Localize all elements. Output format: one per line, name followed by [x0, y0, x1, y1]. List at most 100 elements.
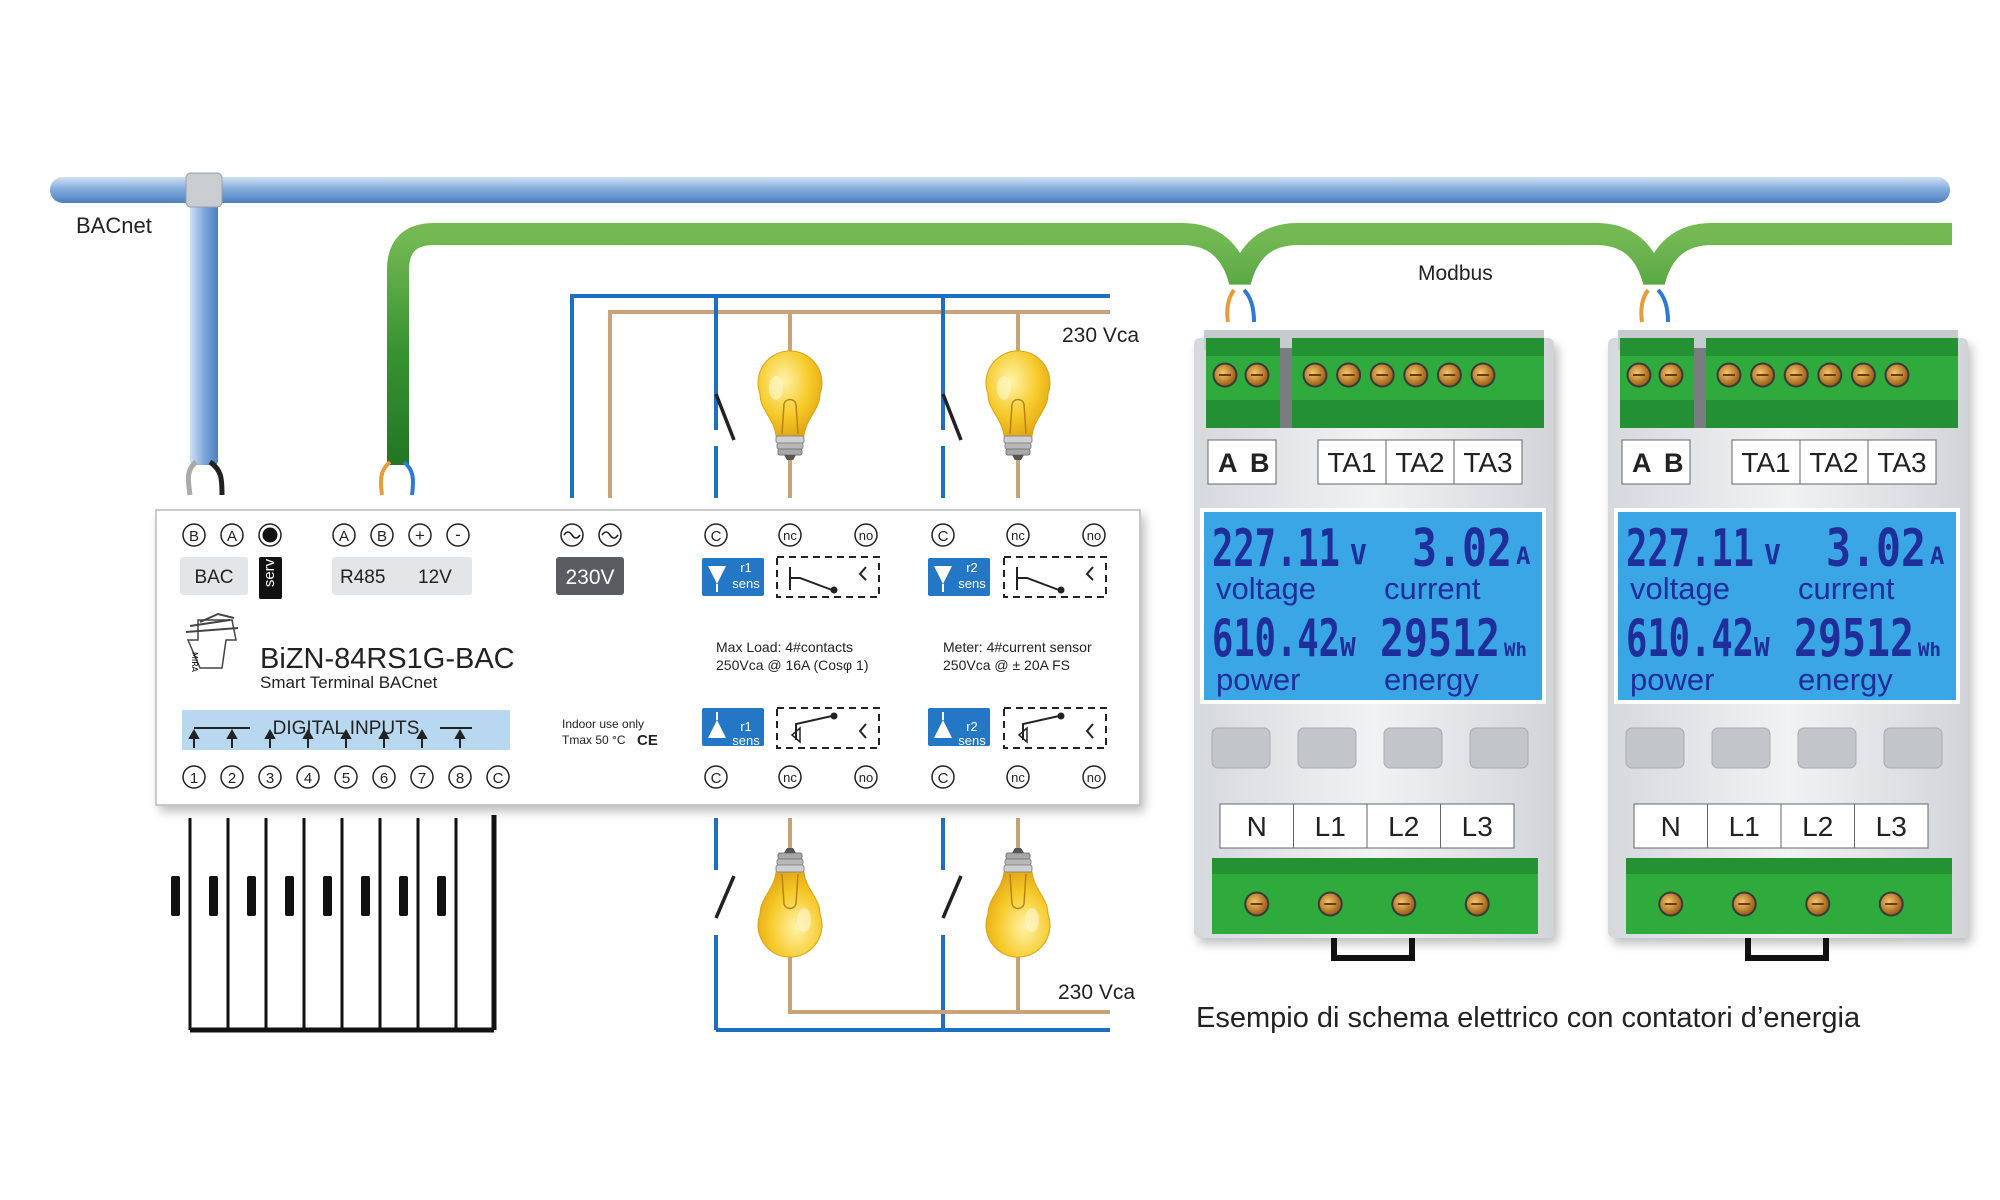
- screw-icon[interactable]: [1463, 890, 1491, 918]
- relay-1-terminals-top[interactable]: C nc no: [704, 523, 878, 547]
- bac-terminals[interactable]: B A: [182, 523, 282, 547]
- power-wires-top: [570, 294, 1110, 498]
- meter-button[interactable]: [1625, 727, 1685, 769]
- terminal-label: N: [1661, 811, 1681, 842]
- relay-2-badge: r2 sens: [927, 557, 991, 597]
- terminal-label: 2: [228, 770, 236, 787]
- screw-icon[interactable]: [1368, 361, 1396, 389]
- vca-top-label: 230 Vca: [1062, 324, 1139, 347]
- bac-label: BAC: [194, 567, 233, 588]
- screw-icon[interactable]: [1390, 890, 1418, 918]
- screw-icon[interactable]: [1849, 361, 1877, 389]
- meter-button[interactable]: [1383, 727, 1443, 769]
- meter-spec-line1: Meter: 4#current sensor: [943, 639, 1092, 655]
- terminal-label: 7: [418, 770, 426, 787]
- voltage-value: 227.11: [1626, 519, 1754, 579]
- screw-icon[interactable]: [1877, 890, 1905, 918]
- screw-icon[interactable]: [1335, 361, 1363, 389]
- current-label: current: [1384, 571, 1481, 606]
- screw-icon[interactable]: [1402, 361, 1430, 389]
- terminal-label: 4: [304, 770, 312, 787]
- screw-icon[interactable]: [1211, 361, 1239, 389]
- screw-icon[interactable]: [1243, 361, 1271, 389]
- v230-pill: [556, 557, 624, 595]
- screw-icon[interactable]: [1625, 361, 1653, 389]
- ab-label-box: [1207, 439, 1277, 485]
- terminal-label: A: [1218, 448, 1238, 478]
- terminal-label: 5: [342, 770, 350, 787]
- current-unit: A: [1516, 542, 1531, 570]
- screw-icon[interactable]: [1469, 361, 1497, 389]
- vca-bottom-label: 230 Vca: [1058, 981, 1135, 1004]
- terminal-label: A: [1632, 448, 1652, 478]
- screw-icon[interactable]: [1730, 890, 1758, 918]
- meter-button[interactable]: [1211, 727, 1271, 769]
- power-value: 610.42: [1626, 609, 1754, 669]
- screw-icon[interactable]: [1243, 890, 1271, 918]
- serv-button-icon[interactable]: [262, 527, 278, 543]
- terminal-label: C: [493, 770, 504, 787]
- relay-1-terminals-bottom[interactable]: C nc no: [704, 765, 878, 789]
- terminal-label: no: [1087, 770, 1101, 785]
- terminal-label: A: [227, 528, 237, 545]
- lamp-icon: [757, 847, 823, 958]
- terminal-label: TA3: [1877, 447, 1926, 478]
- relay-1-bottom-contact-icon: [776, 707, 880, 749]
- terminal-label: B: [1664, 448, 1684, 478]
- digital-input-terminals[interactable]: 1 2 3 4 5 6 7 8 C: [182, 765, 510, 789]
- bac-pill: [180, 557, 248, 595]
- model-title: BiZN-84RS1G-BAC: [260, 643, 515, 675]
- svg-text:r2: r2: [966, 560, 978, 575]
- relay-2-terminals-bottom[interactable]: C nc no: [931, 765, 1106, 789]
- screw-icon[interactable]: [1435, 361, 1463, 389]
- screw-icon[interactable]: [1749, 361, 1777, 389]
- screw-icon[interactable]: [1657, 890, 1685, 918]
- terminal-label: nc: [1011, 528, 1025, 543]
- terminal-label: +: [415, 526, 425, 545]
- voltage-unit: V: [1764, 538, 1781, 571]
- meter-button[interactable]: [1883, 727, 1943, 769]
- din-clip: [1331, 938, 1415, 961]
- terminal-label: no: [859, 770, 873, 785]
- screw-icon[interactable]: [1883, 361, 1911, 389]
- serv-label: serv: [261, 558, 278, 587]
- screw-icon[interactable]: [1316, 890, 1344, 918]
- screw-icon[interactable]: [1657, 361, 1685, 389]
- modbus-label: Modbus: [1418, 262, 1493, 285]
- terminal-label: 6: [380, 770, 388, 787]
- terminal-label: nc: [783, 770, 797, 785]
- meter-button[interactable]: [1469, 727, 1529, 769]
- v12-label: 12V: [418, 567, 452, 588]
- relay-1-badge: r1 sens: [701, 557, 765, 597]
- ta-label-box: [1317, 439, 1523, 485]
- screw-icon[interactable]: [1782, 361, 1810, 389]
- power-unit: W: [1340, 633, 1356, 663]
- meter-button[interactable]: [1711, 727, 1771, 769]
- screw-icon[interactable]: [1804, 890, 1832, 918]
- terminal-label: B: [1250, 448, 1270, 478]
- serv-pill: [259, 557, 282, 599]
- relay-2-terminals-top[interactable]: C nc no: [931, 523, 1106, 547]
- digital-input-switches: [171, 815, 497, 1033]
- terminal-label: C: [711, 528, 722, 545]
- energy-label: energy: [1798, 662, 1893, 697]
- power-terminals[interactable]: [560, 523, 622, 547]
- screw-icon[interactable]: [1816, 361, 1844, 389]
- terminal-label: L2: [1388, 811, 1419, 842]
- screw-icon[interactable]: [1301, 361, 1329, 389]
- svg-text:sens: sens: [958, 733, 986, 748]
- terminal-label: TA1: [1741, 447, 1790, 478]
- meter-button[interactable]: [1797, 727, 1857, 769]
- terminal-label: L3: [1876, 811, 1907, 842]
- terminal-label: C: [938, 528, 949, 545]
- meter-button[interactable]: [1297, 727, 1357, 769]
- energy-value: 29512: [1380, 609, 1500, 669]
- terminal-label: TA3: [1463, 447, 1512, 478]
- energy-value: 29512: [1794, 609, 1914, 669]
- voltage-unit: V: [1350, 538, 1367, 571]
- svg-text:sens: sens: [732, 576, 760, 591]
- screw-icon[interactable]: [1715, 361, 1743, 389]
- rs485-terminals[interactable]: A B + -: [332, 523, 470, 547]
- digital-input-arrows: [188, 728, 466, 748]
